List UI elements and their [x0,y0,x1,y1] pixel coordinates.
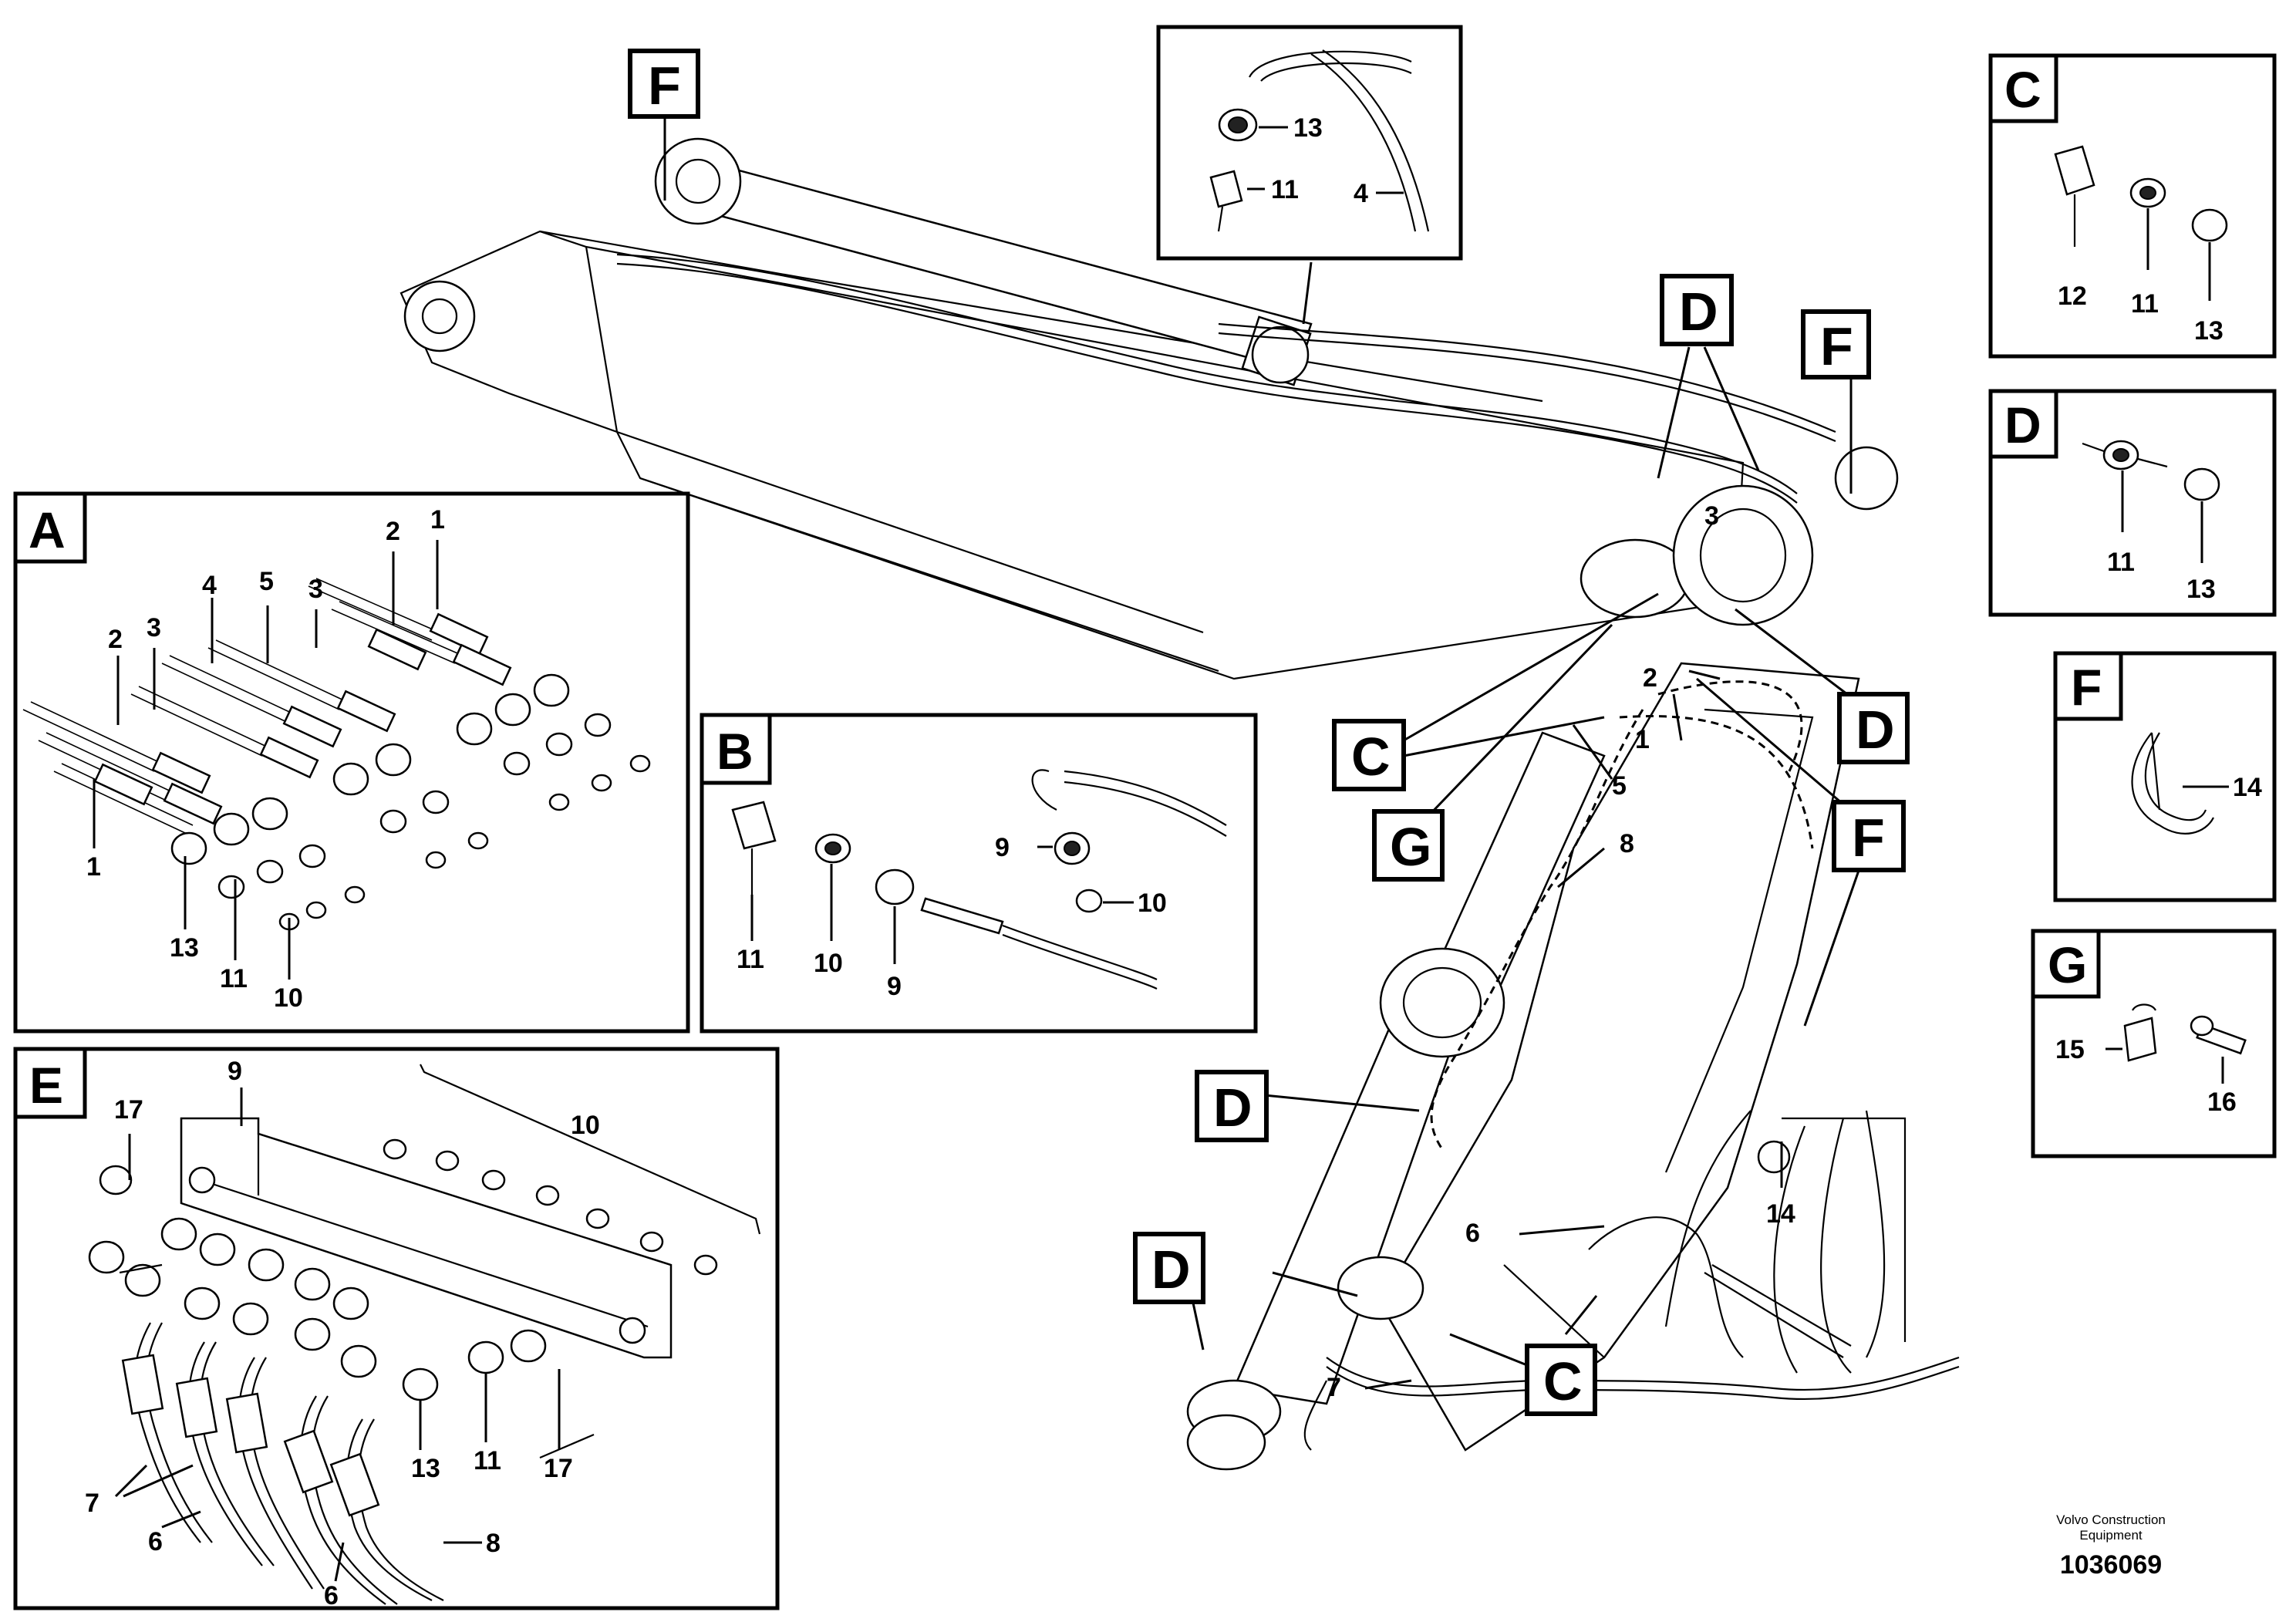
panel-E-label-9: 9 [228,1057,242,1086]
callout-D-top: D [1660,274,1734,346]
panel-B-label-9: 9 [995,833,1010,862]
panel-E-label-7: 7 [85,1489,99,1518]
label-3: 3 [1704,501,1719,531]
panel-E-label-13: 13 [411,1454,440,1483]
panel-C-label-13: 13 [2194,316,2224,346]
panel-A-label-13: 13 [170,933,199,963]
panel-A-label-11: 11 [220,964,248,993]
panel-A-label-4: 4 [202,571,217,600]
callout-D-right: D [1837,692,1910,764]
panel-A-label-3: 3 [308,575,323,604]
callout-C-bottom: C [1525,1344,1597,1416]
svg-text:D: D [1679,282,1718,342]
top-detail-label-4: 4 [1354,179,1368,208]
panel-B-label-10: 10 [1138,889,1167,918]
panel-E-hoses [121,1322,444,1605]
panel-A-hoses [22,578,464,834]
callout-D-left: D [1195,1070,1269,1142]
panel-A-leaders [93,540,439,980]
callout-D-bottom: D [1133,1232,1205,1304]
panel-D-label-13: 13 [2186,575,2216,604]
callout-F-right: F [1801,309,1871,379]
top-detail-label-11: 11 [1271,175,1299,204]
panel-E-label-11: 11 [474,1446,501,1475]
panel-F-label-14: 14 [2233,773,2262,802]
callout-G-mid: G [1372,809,1445,882]
panel-B-label-10b: 10 [814,949,843,978]
callout-F-top: F [628,49,700,119]
svg-text:E: E [29,1057,63,1114]
svg-text:F: F [1852,808,1885,868]
top-detail-panel: 13 11 4 [1156,25,1463,261]
panel-E-label-6b: 6 [324,1581,339,1610]
footer-company-line2: Equipment [2079,1528,2143,1543]
callout-leaders [663,116,1868,1367]
panel-A-fittings [93,612,651,931]
svg-text:G: G [1390,817,1431,877]
panel-E: E [13,1047,780,1610]
panel-C-label-11: 11 [2131,289,2159,319]
label-2: 2 [1643,663,1657,693]
svg-text:C: C [1351,727,1391,787]
svg-text:D: D [1151,1239,1191,1300]
panel-A-label-1b: 1 [86,852,101,882]
panel-C-label-12: 12 [2058,282,2087,311]
label-6: 6 [1465,1219,1480,1248]
svg-text:D: D [2004,396,2041,454]
svg-text:F: F [648,56,681,116]
label-5: 5 [1612,771,1627,801]
panel-F: F 14 [2053,651,2277,902]
svg-text:F: F [1820,316,1853,376]
panel-B-label-11: 11 [737,945,764,974]
label-1: 1 [1635,725,1650,754]
panel-C: C 12 11 13 [1988,53,2277,359]
panel-A-label-1: 1 [430,505,445,534]
top-detail-label-13: 13 [1293,113,1323,143]
callout-C-mid: C [1332,719,1406,791]
svg-text:B: B [716,723,754,780]
panel-A-label-2b: 2 [108,625,123,654]
svg-text:C: C [2004,61,2041,118]
svg-text:G: G [2048,936,2087,993]
label-14: 14 [1766,1199,1795,1229]
panel-E-label-10: 10 [571,1111,600,1140]
svg-text:C: C [1543,1351,1583,1411]
label-8: 8 [1620,829,1634,858]
svg-text:F: F [2071,659,2102,716]
panel-A-label-5: 5 [259,567,274,596]
panel-E-label-17: 17 [114,1095,143,1125]
panel-A-label-3c: 3 [147,613,161,642]
panel-E-label-8: 8 [486,1529,501,1558]
panel-A-label-2: 2 [386,517,400,546]
panel-E-fittings [88,1138,718,1401]
panel-B-label-9b: 9 [887,972,902,1001]
panel-A-label-10: 10 [274,983,303,1013]
panel-D-label-11: 11 [2107,548,2135,577]
footer-drawing-number: 1036069 [2060,1550,2162,1580]
footer: Volvo Construction Equipment 1036069 [2056,1512,2166,1580]
panel-B: B 9 10 11 10 9 [700,713,1258,1034]
main-labels: 3 2 1 5 8 6 14 7 [1327,501,1795,1402]
panel-G-label-15: 15 [2055,1035,2085,1064]
svg-text:D: D [1856,700,1895,760]
panel-G: G 15 16 [2031,929,2277,1158]
panel-G-label-16: 16 [2207,1088,2237,1117]
callout-F-mid: F [1832,800,1906,872]
svg-text:A: A [29,501,66,558]
svg-text:D: D [1213,1077,1253,1138]
panel-D: D 11 13 [1988,389,2277,617]
panel-E-label-6: 6 [148,1527,163,1556]
boom-drawing [400,137,1960,1471]
panel-A: A [13,491,690,1034]
label-7: 7 [1327,1373,1341,1402]
footer-company-line1: Volvo Construction [2056,1512,2166,1527]
panel-E-label-17b: 17 [544,1454,573,1483]
